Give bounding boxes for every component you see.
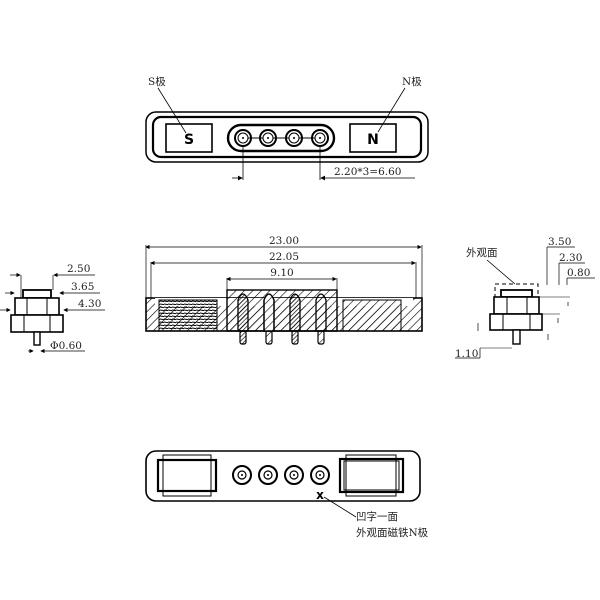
n-pole-label: N极 — [402, 75, 422, 88]
s-magnet-box — [165, 123, 213, 153]
s-pole-label: S极 — [148, 75, 166, 88]
dim-22-05: 22.05 — [269, 251, 299, 263]
dim-2-50: 2.50 — [67, 263, 90, 275]
bottom-view: x 凹字一面 外观面磁铁N极 — [145, 450, 429, 539]
dim-23-00: 23.00 — [269, 235, 299, 247]
x-marker: x — [316, 488, 324, 502]
s-box-text: S — [184, 132, 194, 148]
note-line-1: 凹字一面 — [356, 510, 398, 523]
n-magnet-box — [349, 123, 397, 153]
dim-4-30: 4.30 — [78, 298, 101, 310]
dim-3-50: 3.50 — [548, 236, 571, 248]
bottom-pins — [232, 465, 330, 485]
note-line-2: 外观面磁铁N极 — [356, 526, 429, 539]
left-side-view: 2.50 3.65 4.30 Φ0.60 — [0, 263, 105, 354]
dim-2-30: 2.30 — [559, 252, 582, 264]
pin-housing — [226, 123, 336, 153]
dim-9-10: 9.10 — [270, 267, 293, 279]
dim-phi-0-60: Φ0.60 — [50, 340, 82, 352]
dim-0-80: 0.80 — [567, 267, 590, 279]
right-side-view: 外观面 3.50 2.30 0.80 1.10 — [455, 236, 595, 360]
dim-3-65: 3.65 — [71, 281, 94, 293]
n-box-text: N — [367, 132, 379, 148]
appearance-face-label: 外观面 — [466, 247, 498, 259]
dim-1-10: 1.10 — [455, 348, 478, 360]
front-section-view: 23.00 22.05 9.10 — [145, 235, 423, 345]
top-pins — [234, 129, 329, 147]
top-view: S N S极 N极 2.20*3=6.60 — [145, 75, 429, 181]
pitch-dimension: 2.20*3=6.60 — [334, 166, 402, 178]
